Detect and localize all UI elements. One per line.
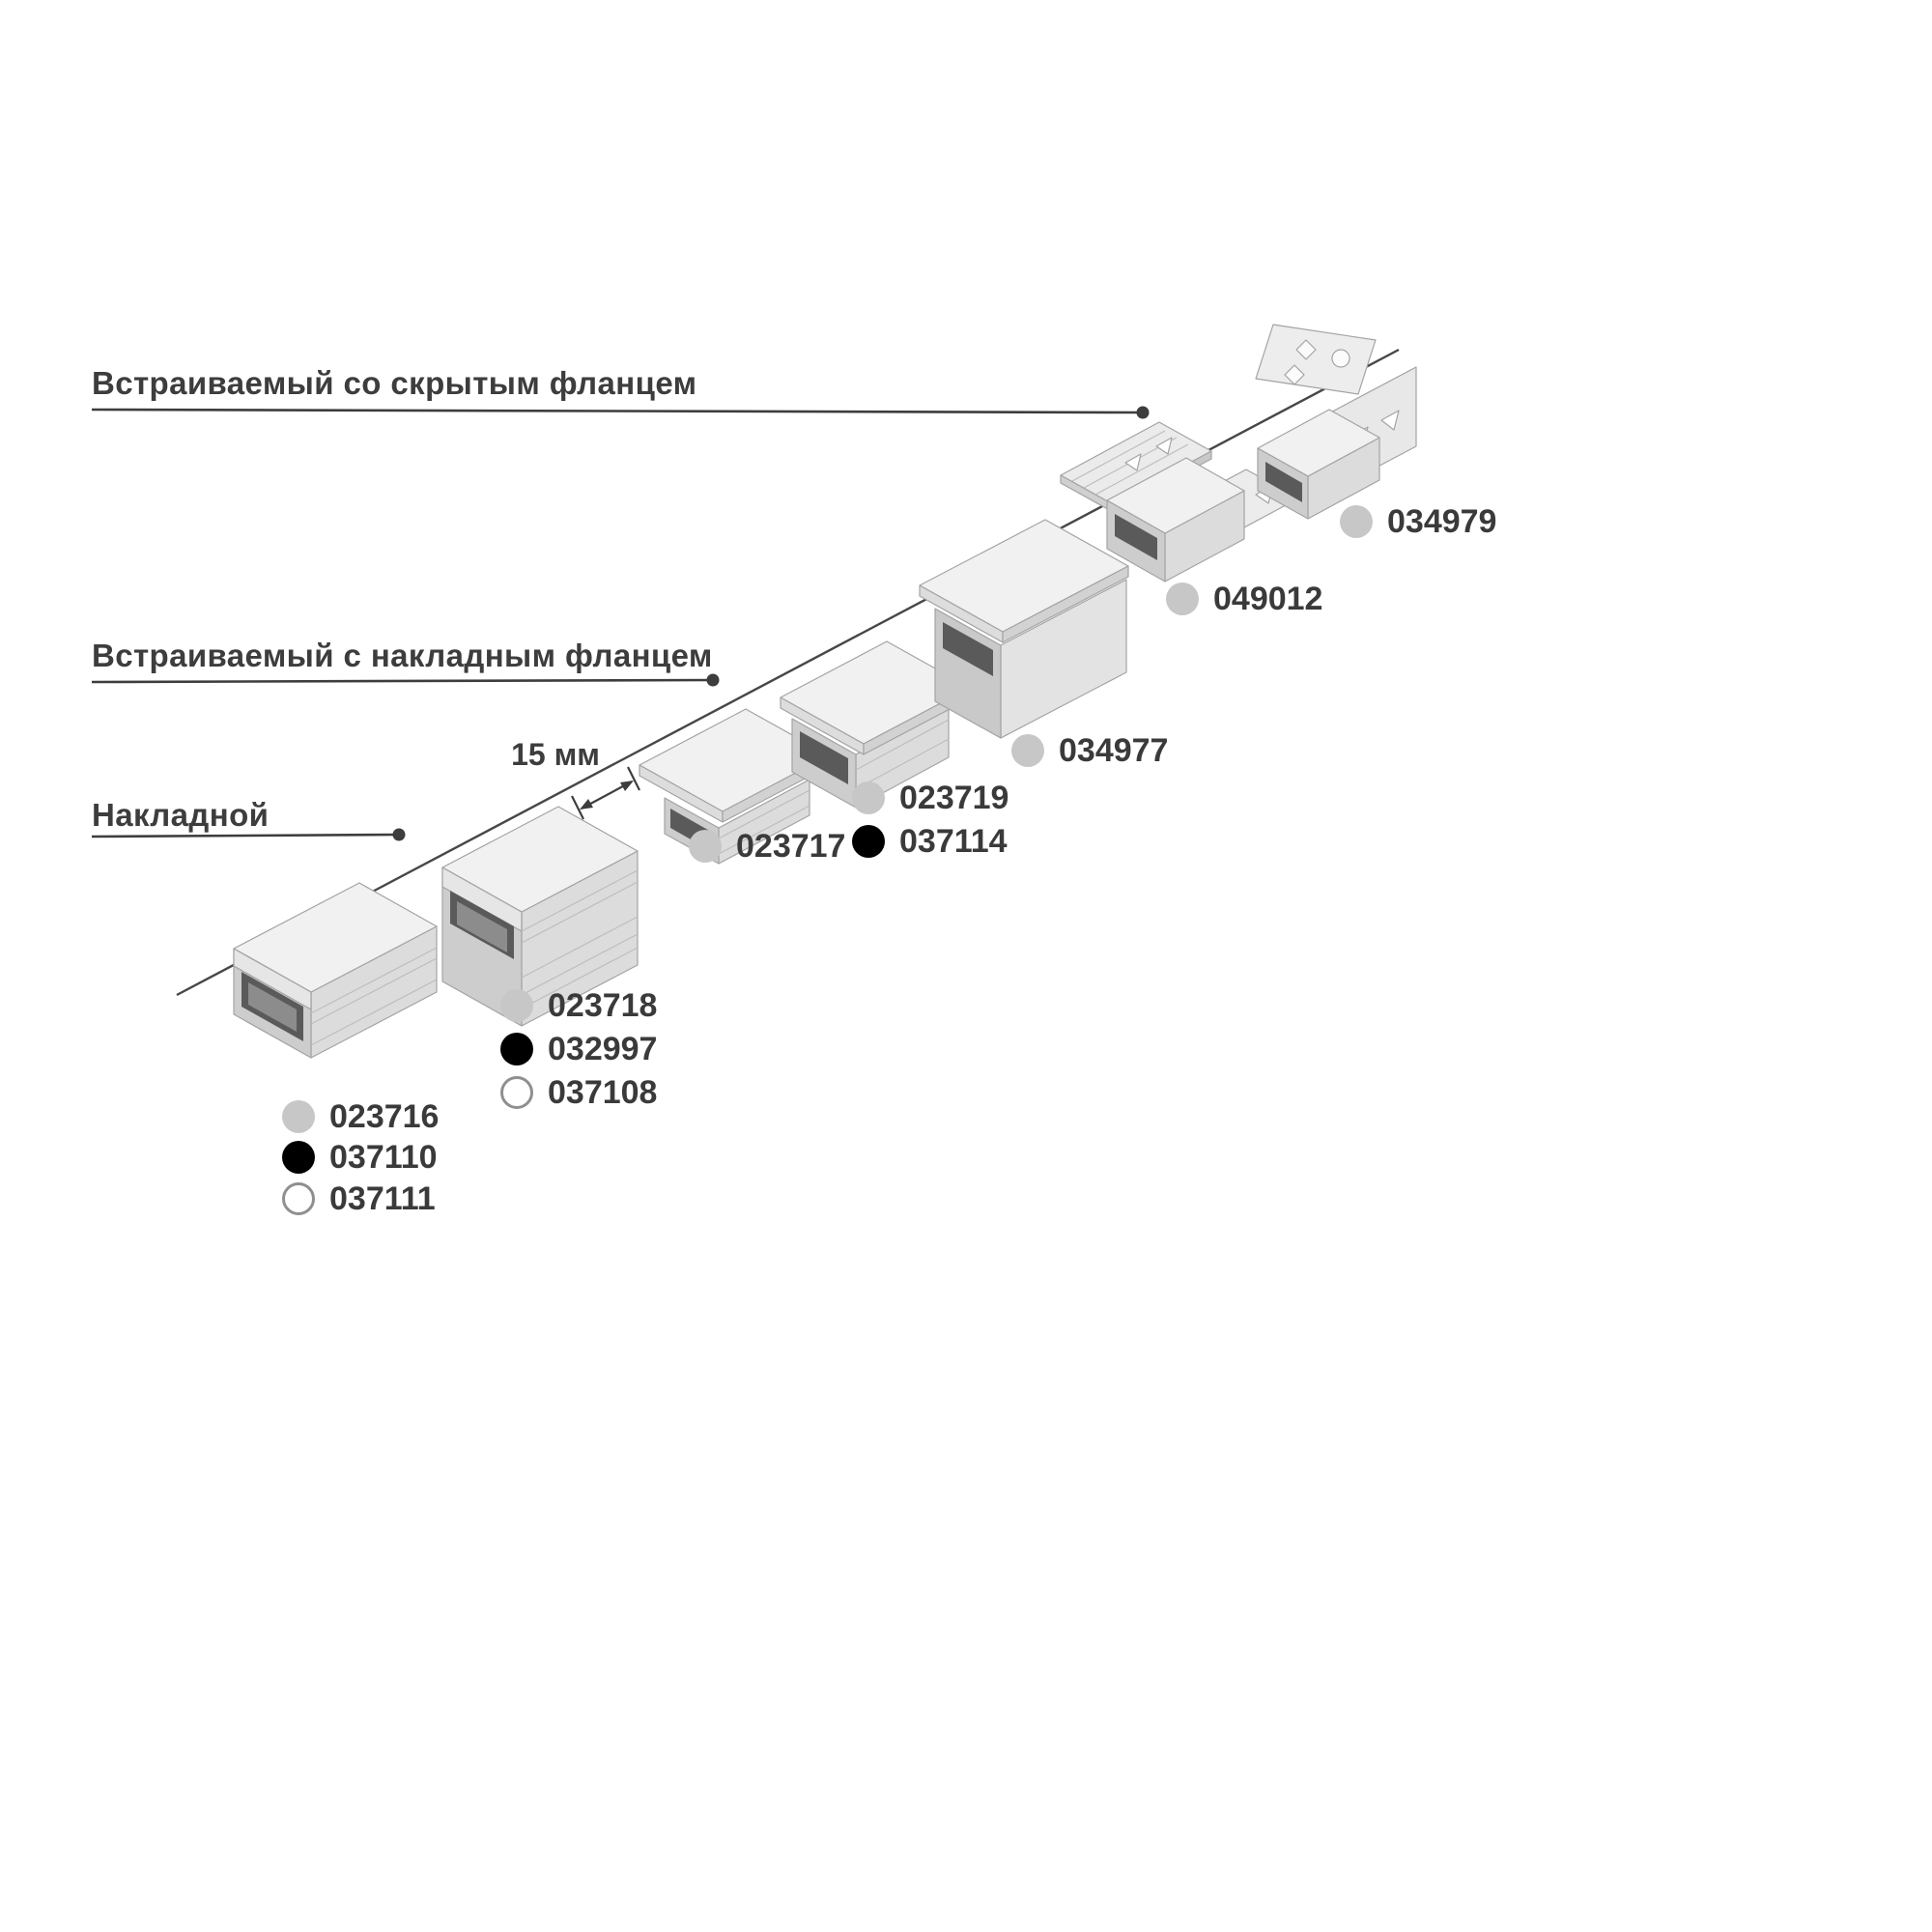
legend-row: 037114	[852, 822, 1008, 860]
product-code: 034977	[1059, 731, 1169, 769]
profile-illustration-023717	[639, 708, 830, 865]
dimension-arrow-15mm	[571, 766, 640, 820]
color-dot	[1340, 505, 1373, 538]
product-code: 023716	[329, 1097, 440, 1135]
color-dot	[282, 1100, 315, 1133]
color-dot	[1011, 734, 1044, 767]
color-dot	[500, 989, 533, 1022]
product-code: 023719	[899, 779, 1009, 816]
color-dot	[500, 1076, 533, 1109]
category-label-surface-mounted: Накладной	[92, 797, 270, 833]
profile-illustration-023716	[233, 882, 438, 1059]
leader-line-hidden-flange	[91, 408, 1144, 414]
product-code: 023717	[736, 827, 846, 865]
profile-illustration-034977	[919, 519, 1129, 739]
product-code: 032997	[548, 1030, 658, 1067]
color-dot	[282, 1182, 315, 1215]
legend-row: 037110	[282, 1138, 438, 1176]
legend-row: 037108	[500, 1073, 658, 1111]
legend-row: 049012	[1166, 580, 1323, 617]
legend-row: 034977	[1011, 731, 1169, 769]
leader-dot-hidden-flange	[1136, 406, 1150, 419]
legend-row: 032997	[500, 1030, 658, 1067]
color-dot	[500, 1033, 533, 1065]
dimension-label-15mm: 15 мм	[511, 737, 600, 772]
product-code: 037110	[329, 1138, 438, 1176]
color-dot	[1166, 582, 1199, 615]
color-dot	[852, 825, 885, 858]
leader-line-surface-flange	[91, 678, 714, 684]
color-dot	[689, 830, 722, 863]
category-label-surface-flange: Встраиваемый с накладным фланцем	[92, 638, 713, 673]
profile-illustration-034979	[1255, 324, 1417, 520]
legend-row: 034979	[1340, 502, 1497, 540]
category-leader-lines	[91, 406, 1150, 841]
leader-dot-surface-mounted	[392, 828, 406, 841]
color-dot	[852, 781, 885, 814]
leader-line-surface-mounted	[91, 833, 400, 838]
product-code: 037111	[329, 1179, 436, 1217]
product-code: 037114	[899, 822, 1008, 860]
legend-row: 023719	[852, 779, 1009, 816]
product-code: 034979	[1387, 502, 1497, 540]
legend-row: 023716	[282, 1097, 440, 1135]
category-label-hidden-flange: Встраиваемый со скрытым фланцем	[92, 365, 697, 401]
product-code: 049012	[1213, 580, 1323, 617]
product-code: 023718	[548, 986, 658, 1024]
legend-row: 023717	[689, 827, 846, 865]
profile-illustration-023718	[441, 806, 639, 1027]
legend-row: 023718	[500, 986, 658, 1024]
leader-dot-surface-flange	[706, 673, 720, 687]
product-code: 037108	[548, 1073, 658, 1111]
color-dot	[282, 1141, 315, 1174]
legend-row: 037111	[282, 1179, 436, 1217]
